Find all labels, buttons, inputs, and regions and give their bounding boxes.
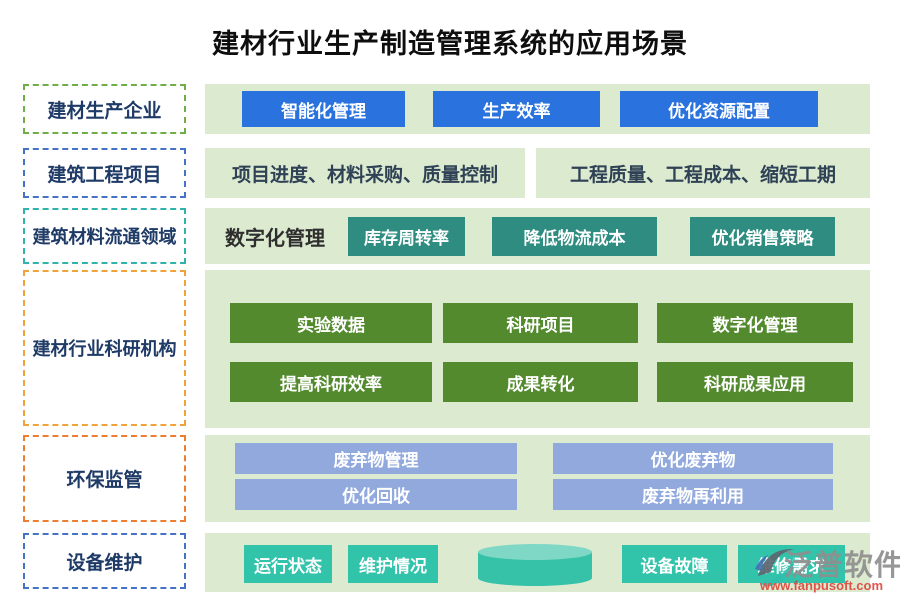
scenario-label-research-institution: 建材行业科研机构 [23,270,186,426]
pill-optimize-resource-allocation: 优化资源配置 [620,91,818,127]
pill-waste-reuse: 废弃物再利用 [553,479,833,510]
pill-research-achievement-application: 科研成果应用 [657,362,853,402]
watermark-url-text: www.fanpusoft.com [760,578,884,593]
pill-reduce-logistics-cost: 降低物流成本 [492,217,657,256]
pill-running-status: 运行状态 [244,545,332,583]
pill-improve-research-efficiency: 提高科研效率 [230,362,432,402]
scenario-label-equipment-maintenance: 设备维护 [23,533,186,589]
database-cylinder-icon [478,544,592,588]
text-digital-management: 数字化管理 [225,227,325,250]
pill-research-project: 科研项目 [443,303,638,343]
pill-optimize-sales-strategy: 优化销售策略 [690,217,835,256]
box-quality-cost-schedule: 工程质量、工程成本、缩短工期 [536,148,870,198]
pill-equipment-failure: 设备故障 [622,545,727,583]
pill-digital-management: 数字化管理 [657,303,853,343]
row-band-environmental-supervision: 废弃物管理 优化废弃物 优化回收 废弃物再利用 [205,435,870,522]
scenario-label-environmental-supervision: 环保监管 [23,435,186,522]
box-project-progress-procurement-quality: 项目进度、材料采购、质量控制 [205,148,525,198]
row-band-materials-circulation: 数字化管理 库存周转率 降低物流成本 优化销售策略 [205,208,870,264]
scenario-label-construction-project: 建筑工程项目 [23,148,186,198]
row-band-materials-producer: 智能化管理 生产效率 优化资源配置 [205,84,870,134]
pill-inventory-turnover: 库存周转率 [348,217,465,256]
pill-optimize-waste: 优化废弃物 [553,443,833,474]
fanpu-brand-logo-icon [752,542,798,588]
pill-optimize-recycling: 优化回收 [235,479,517,510]
watermark-brand-text: 泛普软件 [784,550,900,582]
pill-waste-management: 废弃物管理 [235,443,517,474]
scenario-label-materials-circulation: 建筑材料流通领域 [23,208,186,264]
pill-experiment-data: 实验数据 [230,303,432,343]
pill-intelligent-management: 智能化管理 [242,91,405,127]
scenario-label-materials-producer: 建材生产企业 [23,84,186,134]
pill-production-efficiency: 生产效率 [433,91,600,127]
pill-achievement-transformation: 成果转化 [443,362,638,402]
watermark: 泛普软件 www.fanpusoft.com [752,540,900,598]
page-title: 建材行业生产制造管理系统的应用场景 [212,29,688,59]
pill-maintenance-status: 维护情况 [348,545,438,583]
row-band-research-institution: 实验数据 科研项目 数字化管理 提高科研效率 成果转化 科研成果应用 [205,270,870,428]
row-band-equipment-maintenance: 运行状态 维护情况 设备故障 维修需求 [205,533,870,592]
